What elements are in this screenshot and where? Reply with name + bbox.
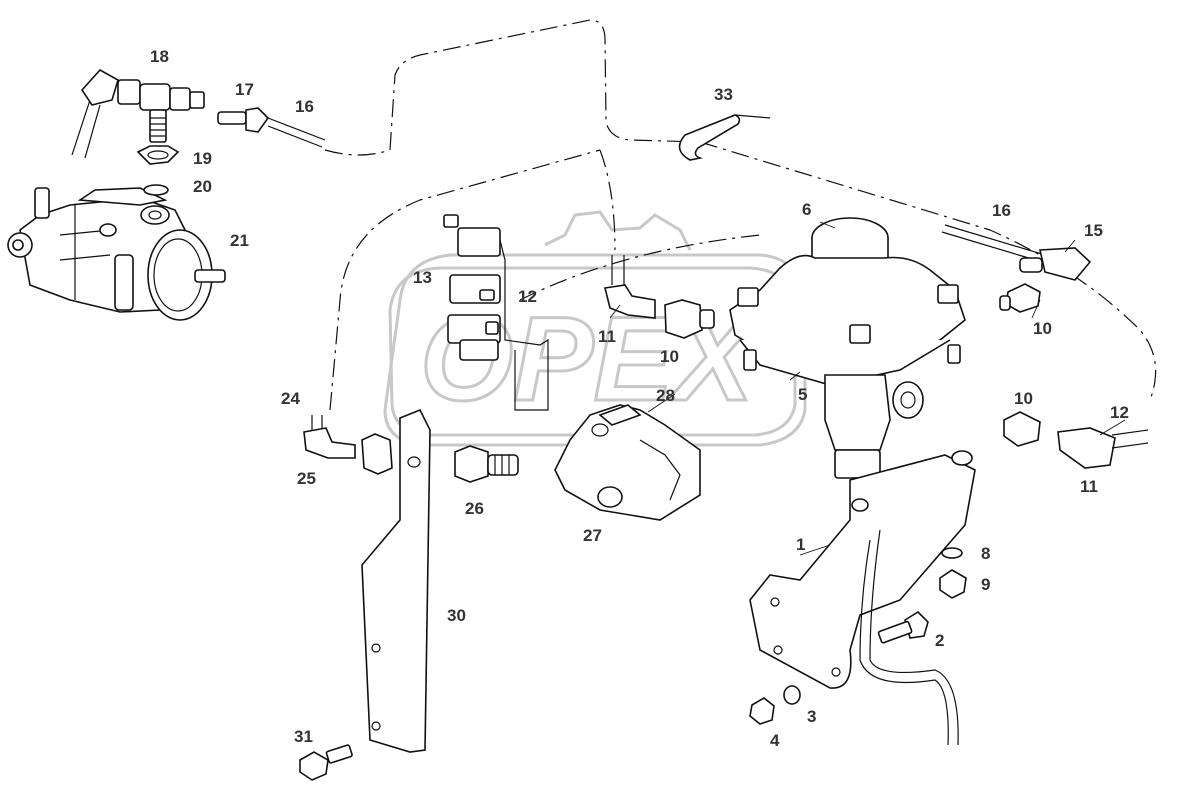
bracket-30 xyxy=(361,408,431,753)
callout-30: 30 xyxy=(447,606,466,625)
callout-11-right: 11 xyxy=(1080,477,1098,496)
coupling-head-27 xyxy=(554,404,701,521)
leader-lines xyxy=(609,221,1126,556)
callout-17: 17 xyxy=(235,80,254,99)
callout-33: 33 xyxy=(714,85,733,104)
callout-19: 19 xyxy=(193,149,212,168)
callout-25: 25 xyxy=(297,469,316,488)
callout-8: 8 xyxy=(981,544,990,563)
callout-5: 5 xyxy=(798,385,807,404)
nut-9 xyxy=(939,569,967,599)
callout-28: 28 xyxy=(656,386,675,405)
callout-9: 9 xyxy=(981,575,990,594)
callout-2: 2 xyxy=(935,631,944,650)
elbow-15 xyxy=(941,224,1092,281)
elbow-11-right xyxy=(1057,427,1149,469)
callout-3: 3 xyxy=(807,707,816,726)
callout-10-upper-right: 10 xyxy=(1033,319,1052,338)
valve-block-13 xyxy=(443,214,549,411)
adapter-10-lower-right xyxy=(1003,411,1041,447)
callout-31: 31 xyxy=(294,727,313,746)
cable-tie-33 xyxy=(678,114,771,161)
callout-12-center: 12 xyxy=(518,287,537,306)
fitting-17 xyxy=(217,107,326,148)
cab-outline xyxy=(324,19,1157,411)
callout-13: 13 xyxy=(413,268,432,287)
tee-fitting-18 xyxy=(71,68,205,159)
callout-10-lower-right: 10 xyxy=(1014,389,1033,408)
callout-21: 21 xyxy=(230,231,249,250)
mounting-bracket-1 xyxy=(749,450,976,746)
bolt-31 xyxy=(299,744,353,781)
callouts: 1 2 3 4 5 6 8 9 10 10 10 11 11 12 12 13 … xyxy=(150,47,1129,750)
washer-3 xyxy=(783,685,801,705)
nut-4 xyxy=(749,697,775,725)
callout-18: 18 xyxy=(150,47,169,66)
callout-6: 6 xyxy=(802,200,811,219)
callout-10-center: 10 xyxy=(660,347,679,366)
fitting-26 xyxy=(454,445,519,483)
bolt-2 xyxy=(877,610,929,644)
callout-20: 20 xyxy=(193,177,212,196)
callout-16-right: 16 xyxy=(992,201,1011,220)
washer-8 xyxy=(941,547,963,559)
callout-11-center: 11 xyxy=(598,327,616,346)
adapter-10-upper-right xyxy=(999,283,1041,313)
elbow-25 xyxy=(303,415,356,459)
callout-1: 1 xyxy=(796,535,805,554)
callout-4: 4 xyxy=(770,731,780,750)
valve-assembly-21 xyxy=(7,187,226,321)
nut-19 xyxy=(136,145,180,165)
callout-26: 26 xyxy=(465,499,484,518)
callout-24: 24 xyxy=(281,389,300,408)
nut-25 xyxy=(361,433,393,475)
main-valve-5 xyxy=(729,217,966,491)
washer-20 xyxy=(143,184,169,196)
callout-27: 27 xyxy=(583,526,602,545)
callout-12-right: 12 xyxy=(1110,403,1129,422)
callout-15: 15 xyxy=(1084,221,1103,240)
adapter-10-center xyxy=(664,299,715,339)
elbow-11-center xyxy=(604,255,656,319)
callout-16-left: 16 xyxy=(295,97,314,116)
